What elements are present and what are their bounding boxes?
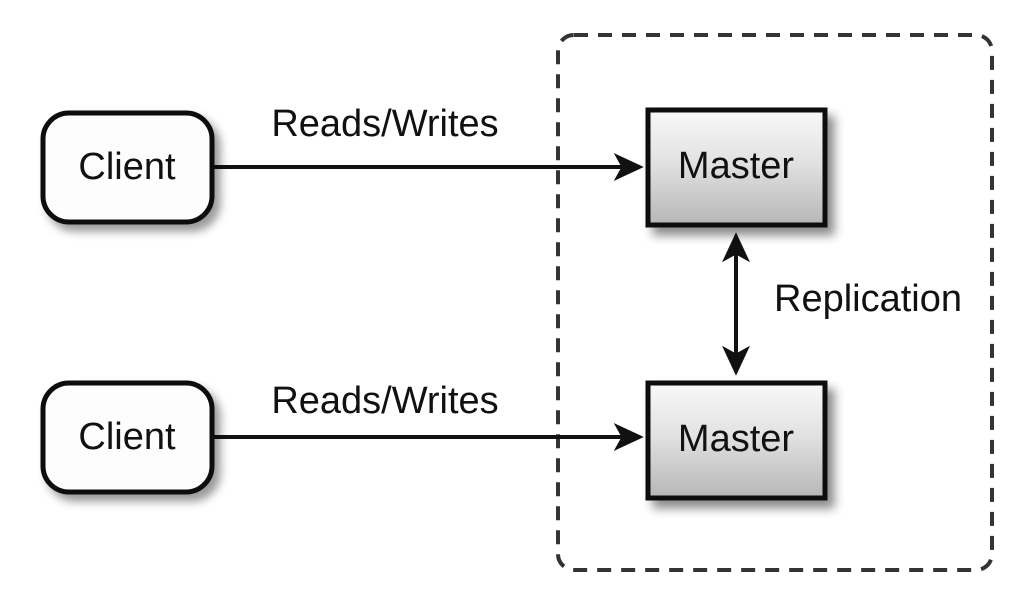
- master-bottom-label: Master: [678, 418, 794, 460]
- master-bottom-box[interactable]: [645, 380, 828, 501]
- client-top-box[interactable]: [40, 110, 215, 225]
- client-top-label: Client: [78, 146, 176, 188]
- client-bottom-label: Client: [78, 416, 176, 458]
- master-top-label: Master: [678, 145, 794, 187]
- edge-label-reads-writes-bottom: Reads/Writes: [271, 380, 498, 422]
- node-client-bottom[interactable]: [40, 380, 215, 495]
- node-client-top[interactable]: [40, 110, 215, 225]
- node-master-top[interactable]: [645, 107, 828, 228]
- edge-label-reads-writes-top: Reads/Writes: [271, 103, 498, 145]
- replication-cluster-boundary: [556, 33, 994, 572]
- master-top-box[interactable]: [645, 107, 828, 228]
- node-master-bottom[interactable]: [645, 380, 828, 501]
- edge-label-replication: Replication: [774, 278, 962, 320]
- client-bottom-box[interactable]: [40, 380, 215, 495]
